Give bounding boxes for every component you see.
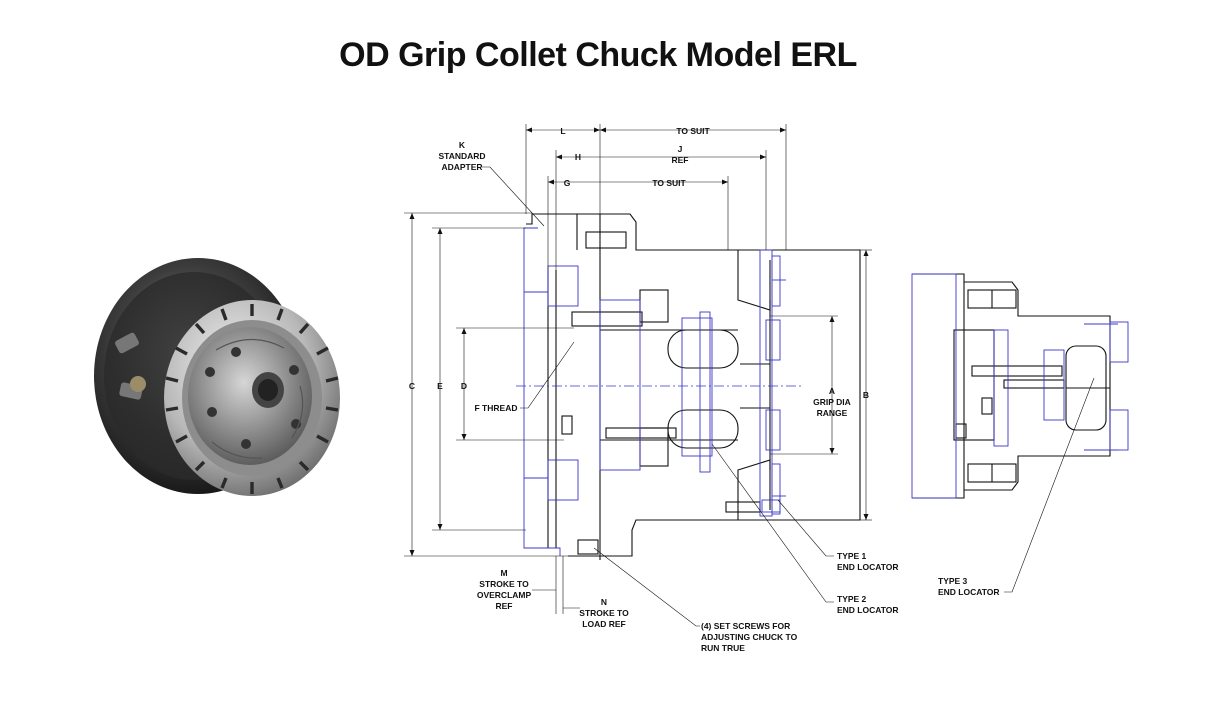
grip-dia-label-line2: RANGE: [817, 408, 848, 418]
dim-to-suit-mid-label: TO SUIT: [652, 178, 686, 188]
dim-j-label: J: [678, 144, 683, 154]
m-label-line2: STROKE TO: [479, 579, 529, 589]
face-screws: [205, 347, 301, 449]
drawing-labels: L TO SUIT H J REF G TO SUIT K STANDARD A…: [409, 126, 1000, 653]
type2-label-line1: TYPE 2: [837, 594, 867, 604]
m-label-line1: M: [500, 568, 507, 578]
chuck-section-outline: [526, 213, 861, 560]
chuck-hidden-details: [523, 227, 786, 556]
dim-h-label: H: [575, 152, 581, 162]
dim-b-label: B: [863, 390, 869, 400]
m-label-line4: REF: [496, 601, 513, 611]
type3-hidden-details: [911, 273, 1129, 499]
m-label-line3: OVERCLAMP: [477, 590, 532, 600]
dim-g-label: G: [564, 178, 571, 188]
grip-dia-label-line1: GRIP DIA: [813, 397, 851, 407]
set-screws-label-line3: RUN TRUE: [701, 643, 745, 653]
dim-c-label: C: [409, 381, 415, 391]
dim-e-label: E: [437, 381, 443, 391]
collet-face: [188, 327, 312, 465]
k-label-line2: STANDARD: [438, 151, 485, 161]
k-label-line3: ADAPTER: [441, 162, 482, 172]
type3-label-line1: TYPE 3: [938, 576, 968, 586]
dimension-lines: [404, 124, 1095, 627]
page-title: OD Grip Collet Chuck Model ERL: [339, 36, 857, 74]
logo-badge: [130, 376, 146, 392]
ring-slots: [165, 304, 339, 494]
type1-label-line2: END LOCATOR: [837, 562, 899, 572]
type1-label-line1: TYPE 1: [837, 551, 867, 561]
n-label-line2: STROKE TO: [579, 608, 629, 618]
k-label-line1: K: [459, 140, 466, 150]
dim-d-label: D: [461, 381, 467, 391]
set-screws-label-line2: ADJUSTING CHUCK TO: [701, 632, 798, 642]
dim-to-suit-top-label: TO SUIT: [676, 126, 710, 136]
n-label-line1: N: [601, 597, 607, 607]
collet-chuck-photo: [94, 258, 340, 496]
type3-label-line2: END LOCATOR: [938, 587, 1000, 597]
type3-section-outline: [912, 273, 1111, 499]
dim-j-ref-label: REF: [672, 155, 689, 165]
dim-a-label: A: [829, 386, 835, 396]
arrowheads: [409, 127, 869, 556]
dim-l-label: L: [560, 126, 565, 136]
set-screws-label-line1: (4) SET SCREWS FOR: [701, 621, 790, 631]
n-label-line3: LOAD REF: [582, 619, 625, 629]
f-thread-label: F THREAD: [475, 403, 518, 413]
type2-label-line2: END LOCATOR: [837, 605, 899, 615]
